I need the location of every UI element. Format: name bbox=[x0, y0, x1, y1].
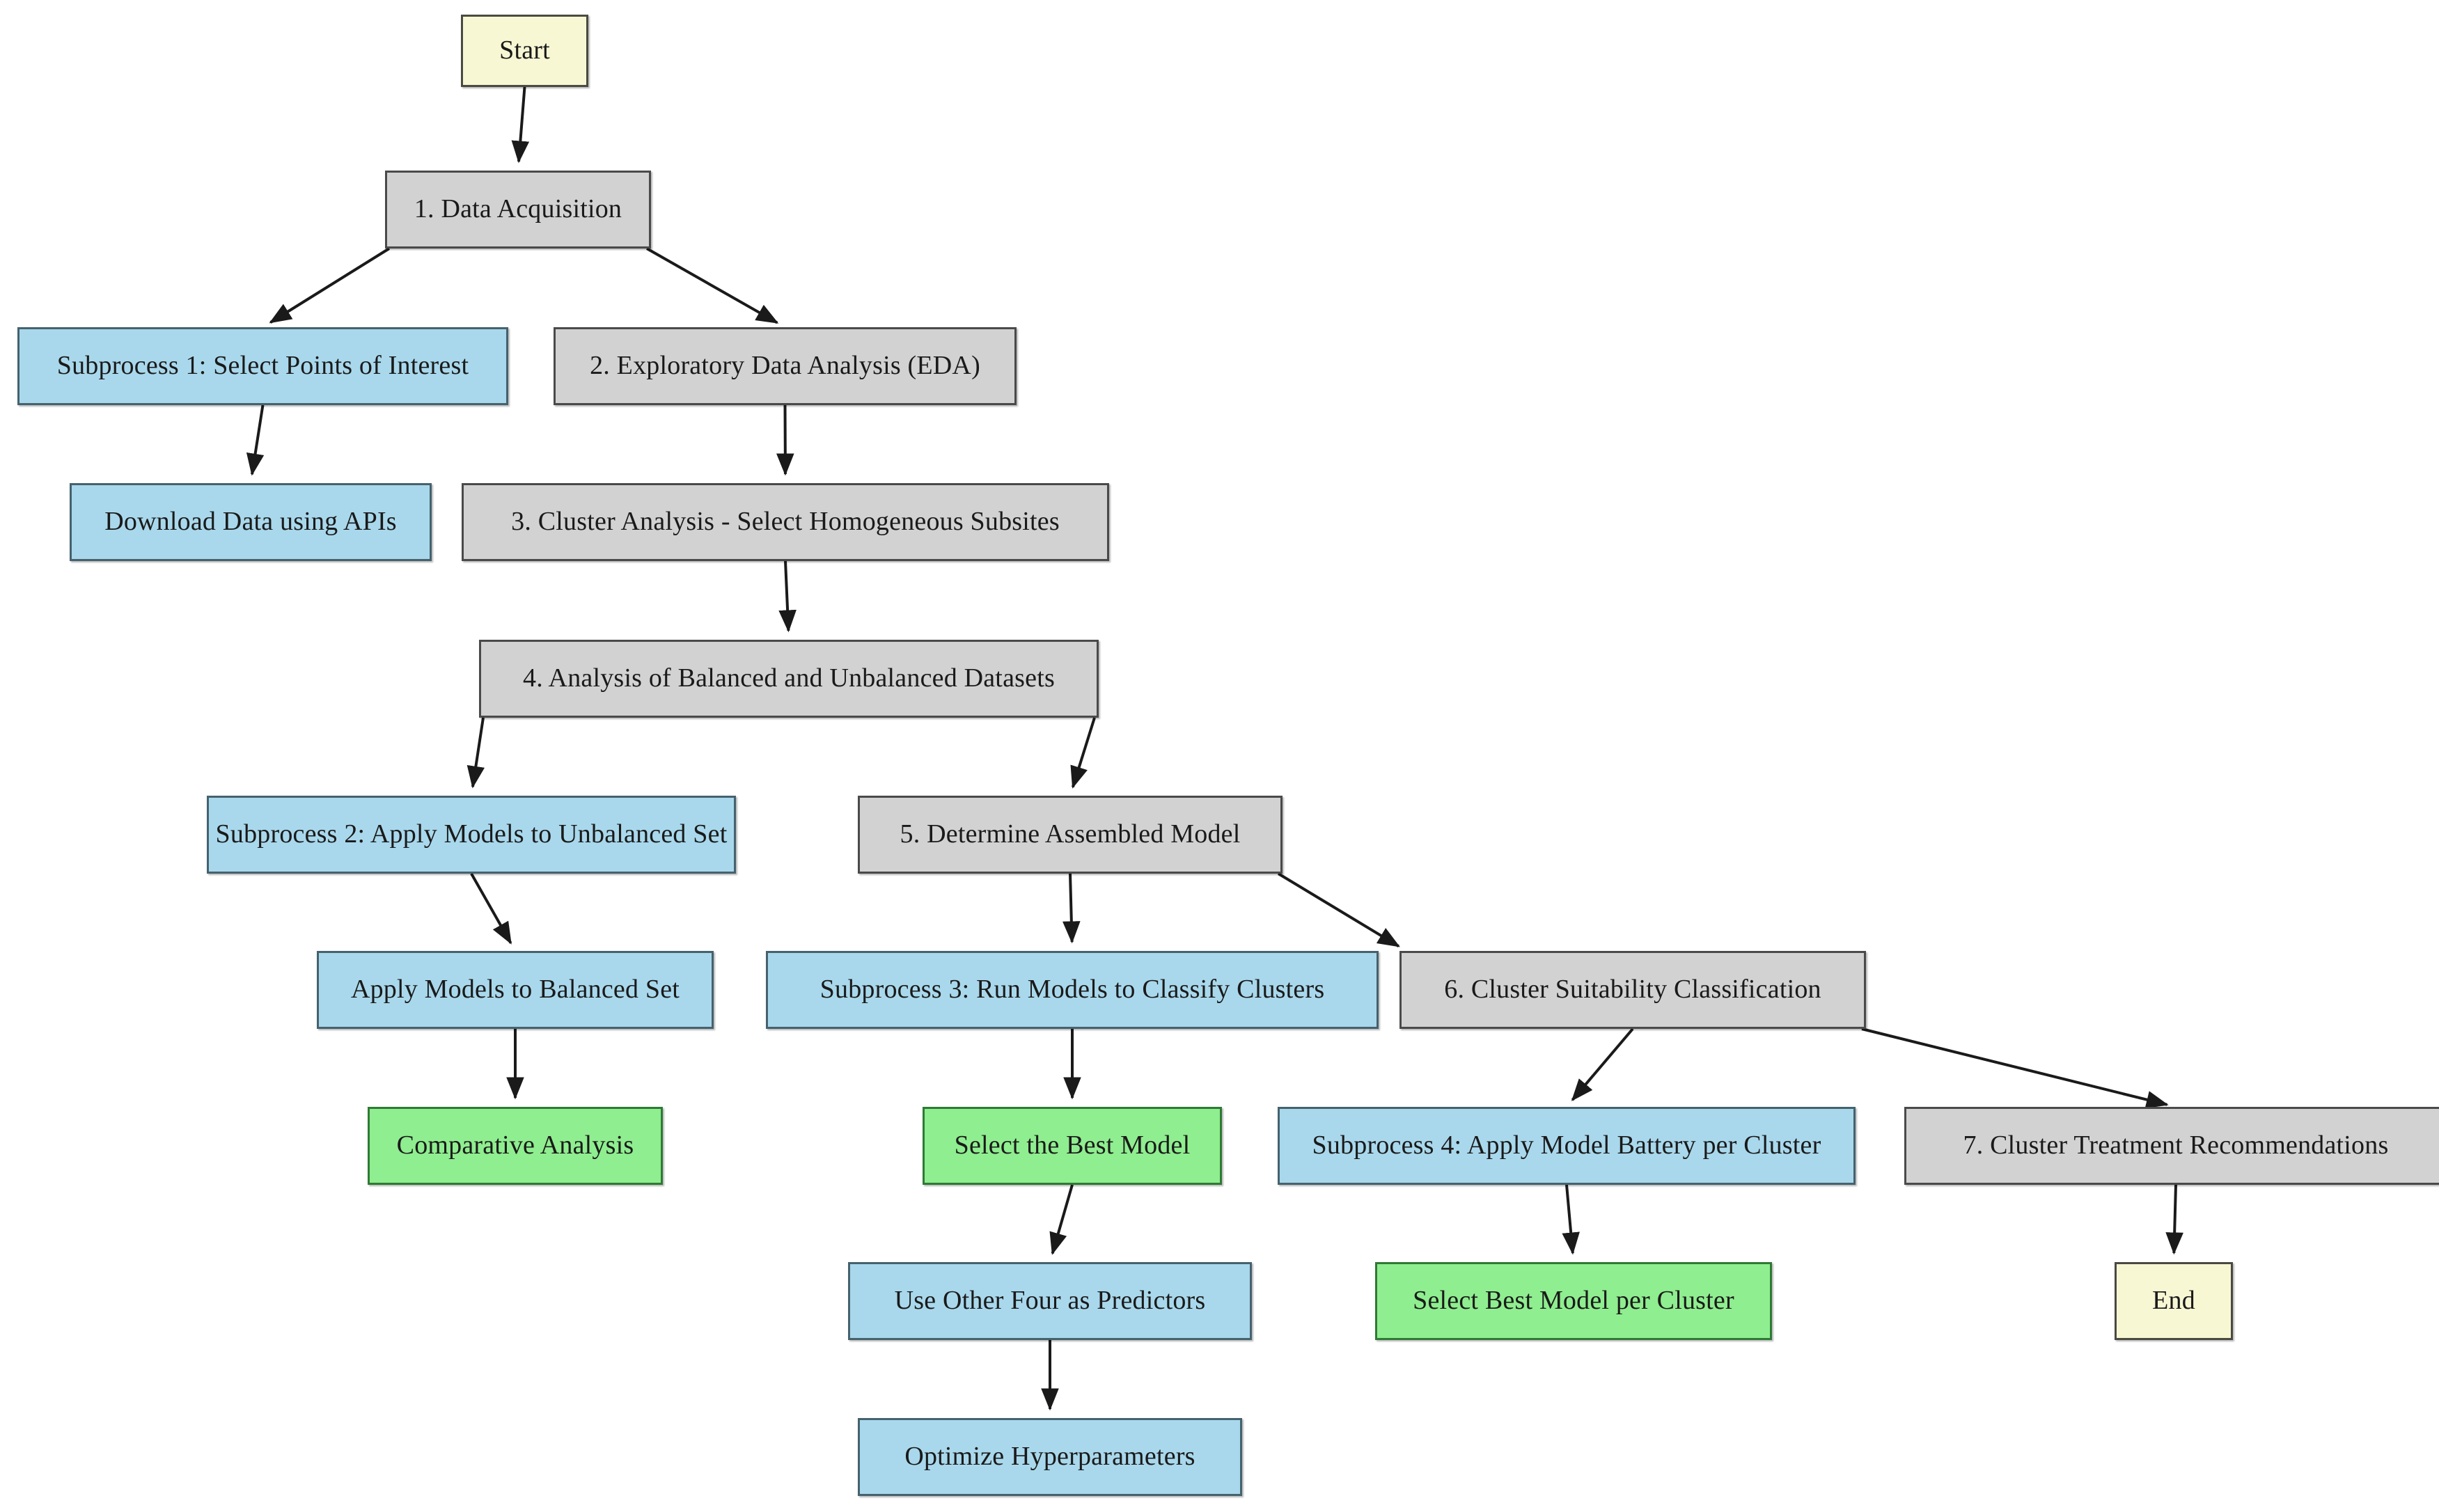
node-label: Comparative Analysis bbox=[396, 1131, 634, 1160]
edge-bestmodel-to-predictors bbox=[1049, 1184, 1074, 1255]
node-label: Start bbox=[499, 36, 550, 65]
node-label: Use Other Four as Predictors bbox=[894, 1286, 1206, 1316]
node-balanced[interactable]: Apply Models to Balanced Set bbox=[317, 951, 714, 1029]
node-label: Download Data using APIs bbox=[104, 507, 397, 537]
node-label: Select the Best Model bbox=[954, 1131, 1191, 1160]
node-end[interactable]: End bbox=[2115, 1262, 2233, 1340]
node-n3[interactable]: 3. Cluster Analysis - Select Homogeneous… bbox=[462, 483, 1109, 561]
node-label: Subprocess 4: Apply Model Battery per Cl… bbox=[1312, 1131, 1821, 1160]
node-sub3[interactable]: Subprocess 3: Run Models to Classify Clu… bbox=[766, 951, 1379, 1029]
node-label: Optimize Hyperparameters bbox=[904, 1442, 1195, 1472]
edge-start-to-n1 bbox=[511, 86, 530, 164]
edge-n5-to-n6 bbox=[1277, 872, 1400, 947]
node-predictors[interactable]: Use Other Four as Predictors bbox=[848, 1262, 1252, 1340]
node-label: 4. Analysis of Balanced and Unbalanced D… bbox=[523, 663, 1055, 693]
edge-sub4-to-bestpercl bbox=[1562, 1184, 1580, 1255]
node-label: 7. Cluster Treatment Recommendations bbox=[1963, 1131, 2389, 1160]
node-label: 6. Cluster Suitability Classification bbox=[1444, 975, 1821, 1005]
node-label: 3. Cluster Analysis - Select Homogeneous… bbox=[511, 507, 1060, 537]
edge-n7-to-end bbox=[2165, 1184, 2183, 1255]
edge-sub1-to-download bbox=[246, 404, 265, 476]
node-comparative[interactable]: Comparative Analysis bbox=[368, 1107, 663, 1185]
edge-n6-to-n7 bbox=[1861, 1027, 2169, 1109]
edge-n4-to-sub2 bbox=[466, 717, 485, 789]
node-start[interactable]: Start bbox=[461, 15, 588, 87]
node-sub1[interactable]: Subprocess 1: Select Points of Interest bbox=[17, 327, 508, 405]
node-n7[interactable]: 7. Cluster Treatment Recommendations bbox=[1904, 1107, 2439, 1185]
edge-n6-to-sub4 bbox=[1571, 1027, 1634, 1101]
node-bestpercl[interactable]: Select Best Model per Cluster bbox=[1375, 1262, 1772, 1340]
edge-n5-to-sub3 bbox=[1062, 873, 1081, 944]
node-label: Subprocess 3: Run Models to Classify Clu… bbox=[819, 975, 1325, 1005]
node-n2[interactable]: 2. Exploratory Data Analysis (EDA) bbox=[554, 327, 1017, 405]
edge-n1-to-n2 bbox=[646, 247, 779, 324]
edge-sub2-to-balanced bbox=[470, 873, 512, 945]
node-label: 2. Exploratory Data Analysis (EDA) bbox=[590, 351, 980, 381]
node-label: 5. Determine Assembled Model bbox=[900, 819, 1241, 849]
node-sub4[interactable]: Subprocess 4: Apply Model Battery per Cl… bbox=[1278, 1107, 1856, 1185]
node-n1[interactable]: 1. Data Acquisition bbox=[385, 171, 651, 249]
node-label: 1. Data Acquisition bbox=[414, 194, 622, 224]
node-sub2[interactable]: Subprocess 2: Apply Models to Unbalanced… bbox=[207, 796, 736, 874]
node-label: End bbox=[2152, 1286, 2195, 1316]
node-label: Subprocess 2: Apply Models to Unbalanced… bbox=[215, 819, 728, 849]
node-hyper[interactable]: Optimize Hyperparameters bbox=[858, 1418, 1242, 1496]
edge-n3-to-n4 bbox=[778, 560, 797, 633]
node-download[interactable]: Download Data using APIs bbox=[70, 483, 432, 561]
node-n4[interactable]: 4. Analysis of Balanced and Unbalanced D… bbox=[479, 640, 1099, 718]
node-bestmodel[interactable]: Select the Best Model bbox=[923, 1107, 1222, 1185]
node-label: Apply Models to Balanced Set bbox=[350, 975, 680, 1005]
node-label: Select Best Model per Cluster bbox=[1413, 1286, 1734, 1316]
node-n6[interactable]: 6. Cluster Suitability Classification bbox=[1399, 951, 1866, 1029]
edge-n4-to-n5 bbox=[1070, 717, 1096, 789]
node-label: Subprocess 1: Select Points of Interest bbox=[56, 351, 469, 381]
edge-n1-to-sub1 bbox=[269, 247, 391, 324]
node-n5[interactable]: 5. Determine Assembled Model bbox=[858, 796, 1283, 874]
